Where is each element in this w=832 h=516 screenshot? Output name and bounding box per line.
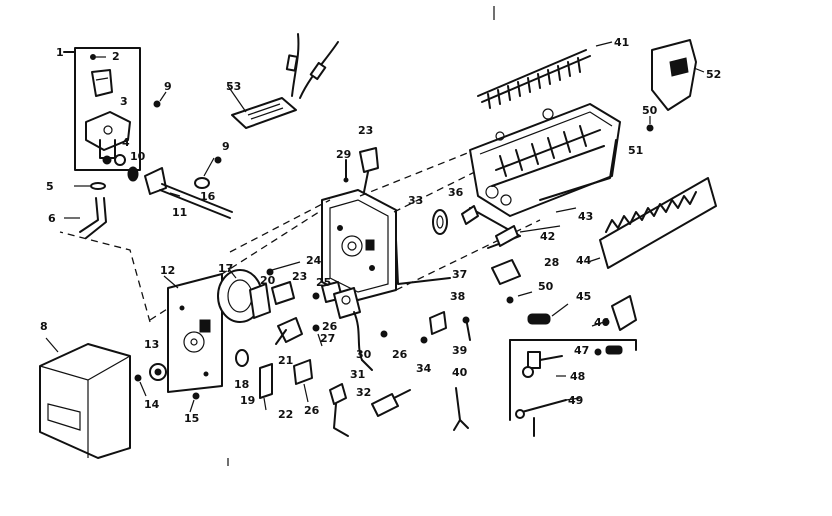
callout-label: 15 (184, 412, 199, 425)
drive-shaft-group (432, 205, 561, 249)
callout-label: 53 (226, 80, 241, 93)
callout-label: 29 (336, 148, 351, 161)
callout-label: 31 (350, 368, 365, 381)
callout-label: 50 (538, 280, 554, 293)
arm-bracket-group (491, 259, 533, 304)
callout-label: 18 (234, 378, 249, 391)
callout-label: 9 (164, 80, 172, 93)
callout-label: 25 (316, 276, 331, 289)
callout-label: 44 (576, 254, 592, 267)
stripper-group (587, 177, 717, 269)
callout-label: 40 (452, 366, 468, 379)
callout-label: 33 (408, 194, 423, 207)
callout-label: 28 (544, 256, 559, 269)
wiring-tag-group (227, 33, 339, 129)
callout-label: 20 (260, 274, 276, 287)
callout-label: 23 (292, 270, 307, 283)
callout-label: 5 (46, 180, 54, 193)
callout-label: 14 (144, 398, 160, 411)
callout-label: 17 (218, 262, 233, 275)
front-cover-group (39, 337, 131, 459)
callout-label: 37 (452, 268, 467, 281)
callout-label: 46 (594, 316, 610, 329)
callout-label: 1 (56, 46, 64, 59)
callout-label: 45 (576, 290, 591, 303)
callout-label: 32 (356, 386, 371, 399)
callout-label: 12 (160, 264, 175, 277)
callout-label: 24 (306, 254, 322, 267)
callout-label: 26 (304, 404, 320, 417)
callout-label: 36 (448, 186, 464, 199)
callout-label: 26 (322, 320, 338, 333)
callout-label: 21 (278, 354, 293, 367)
callout-label: 30 (356, 348, 372, 361)
callout-label: 6 (48, 212, 56, 225)
callout-label: 23 (358, 124, 373, 137)
callout-label: 50 (642, 104, 658, 117)
callout-label: 39 (452, 344, 467, 357)
callout-label: 9 (222, 140, 230, 153)
callout-label: 49 (568, 394, 583, 407)
mold-housing-group (321, 147, 451, 301)
callout-label: 27 (320, 332, 335, 345)
water-valve-parts (509, 295, 637, 437)
callout-label: 52 (706, 68, 721, 81)
callout-label: 16 (200, 190, 216, 203)
ice-mold-group (469, 103, 654, 217)
callout-label: 34 (416, 362, 432, 375)
callout-label: 51 (628, 144, 643, 157)
callout-label: 47 (574, 344, 589, 357)
ejector-blade-group (477, 41, 613, 109)
knob-group (134, 363, 200, 413)
callout-label: 4 (122, 136, 130, 149)
callout-label: 10 (130, 150, 146, 163)
mold-cover-group (651, 39, 705, 111)
valve-bracket-group (63, 47, 141, 239)
callout-label: 38 (450, 290, 465, 303)
callout-label: 2 (112, 50, 120, 63)
fill-tube-group (127, 91, 233, 219)
callout-label: 42 (540, 230, 555, 243)
callout-label: 41 (614, 36, 629, 49)
callout-label: 3 (120, 95, 128, 108)
callout-label: 8 (40, 320, 48, 333)
callout-label: 11 (172, 206, 187, 219)
callout-label: 22 (278, 408, 293, 421)
callout-label: 26 (392, 348, 408, 361)
switch-and-arm-parts (235, 261, 471, 437)
control-plate-group (163, 267, 271, 393)
callout-label: 19 (240, 394, 255, 407)
callout-label: 48 (570, 370, 585, 383)
callout-label: 13 (144, 338, 159, 351)
callout-label: 43 (578, 210, 593, 223)
